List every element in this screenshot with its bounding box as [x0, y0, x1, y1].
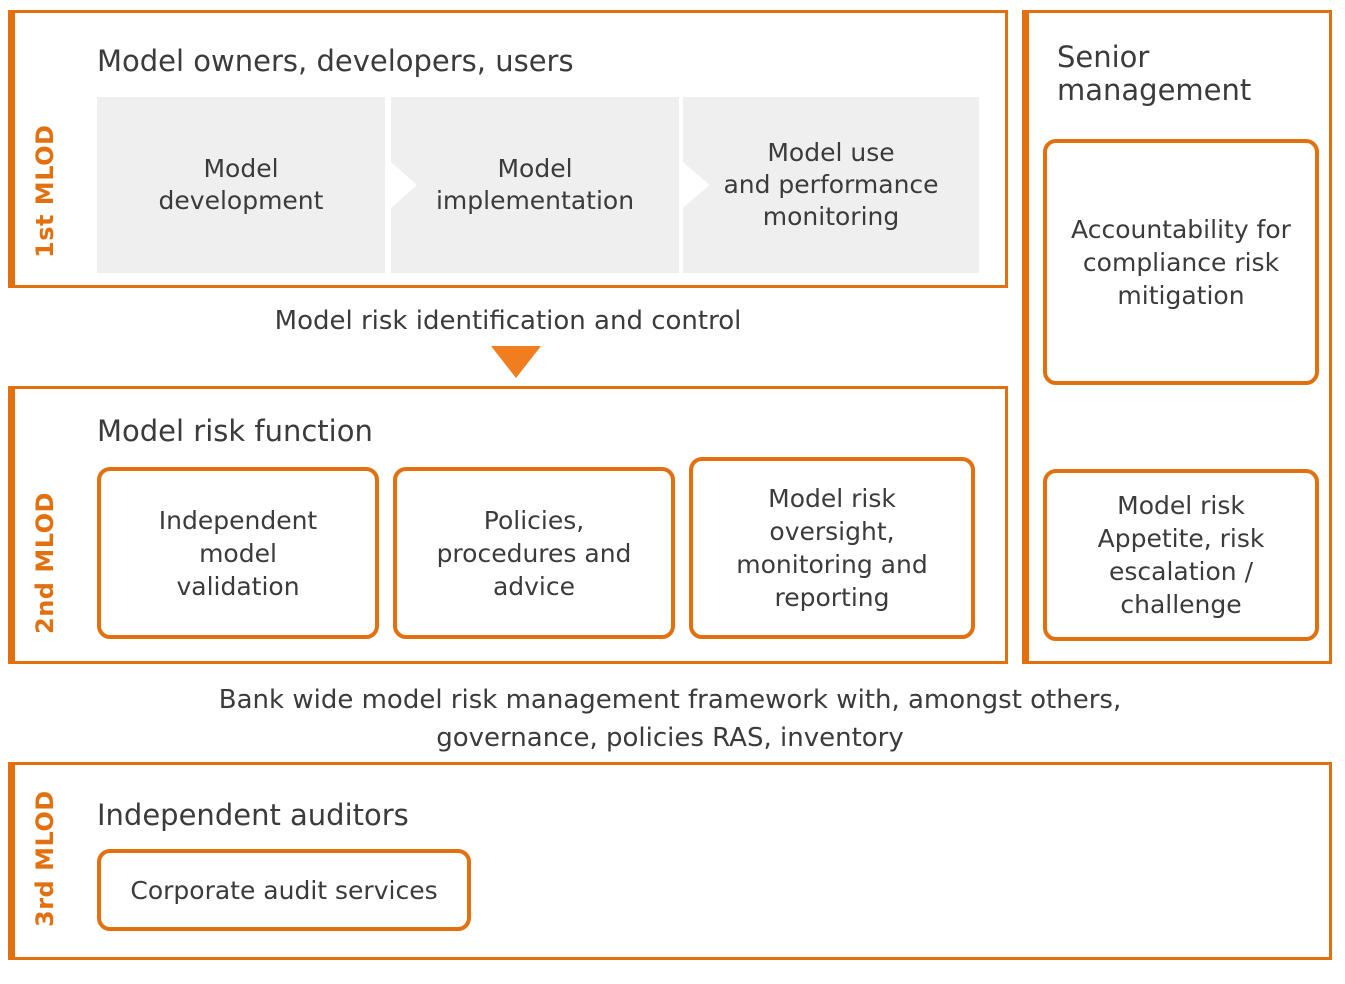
function-box-model-risk-oversight-monitoring-and-reporting[interactable]: Model risk oversight, monitoring and rep… [689, 457, 975, 639]
panel-1st-mlod: 1st MLOD Model owners, developers, users… [8, 10, 1008, 288]
mlod-tag-1st: 1st MLOD [31, 124, 59, 258]
process-box-model-use-and-performance-monitoring[interactable]: Model use and performance monitoring [683, 97, 979, 273]
down-arrow-icon [491, 346, 541, 378]
panel-3rd-mlod: 3rd MLOD Independent auditors Corporate … [8, 762, 1332, 960]
section-title-3rd-mlod: Independent auditors [97, 798, 409, 832]
connector-group: Model risk identification and control [8, 300, 1008, 380]
connector-label: Model risk identification and control [274, 306, 742, 336]
mlod-tag-2nd: 2nd MLOD [31, 492, 59, 634]
framework-caption: Bank wide model risk management framewor… [218, 685, 1122, 753]
panel-senior-management: Senior management Accountability for com… [1022, 10, 1332, 664]
section-title-senior-management: Senior management [1057, 40, 1252, 108]
section-title-2nd-mlod: Model risk function [97, 414, 373, 448]
audit-box-corporate-audit-services[interactable]: Corporate audit services [97, 849, 471, 931]
mlod-tag-3rd: 3rd MLOD [31, 790, 59, 927]
panel-2nd-mlod: 2nd MLOD Model risk function Independent… [8, 386, 1008, 664]
section-title-1st-mlod: Model owners, developers, users [97, 44, 574, 78]
process-box-model-implementation[interactable]: Model implementation [391, 97, 679, 273]
function-box-independent-model-validation[interactable]: Independent model validation [97, 467, 379, 639]
process-box-model-development[interactable]: Model development [97, 97, 385, 273]
senior-box-accountability-for-compliance-risk-mitigation[interactable]: Accountability for compliance risk mitig… [1043, 139, 1319, 385]
function-box-policies-procedures-and-advice[interactable]: Policies, procedures and advice [393, 467, 675, 639]
senior-box-model-risk-appetite-escalation-challenge[interactable]: Model risk Appetite, risk escalation / c… [1043, 469, 1319, 641]
